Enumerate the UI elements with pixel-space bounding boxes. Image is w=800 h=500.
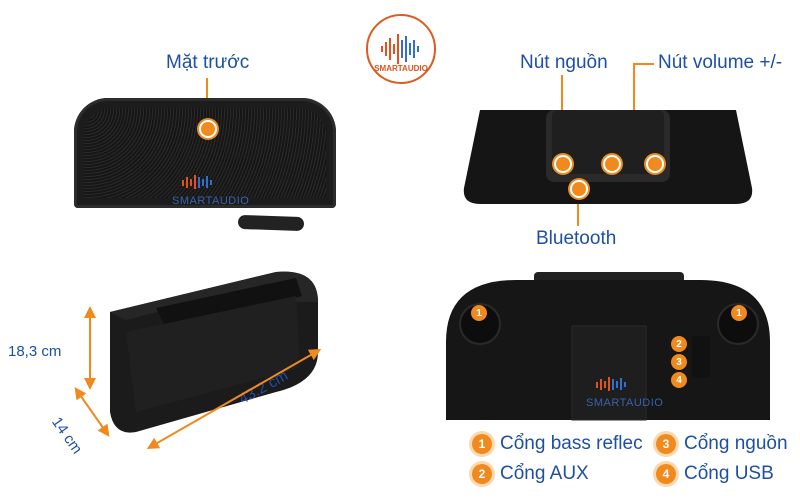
legend-item-bass: 1 Cổng bass reflec (472, 433, 643, 455)
soundwave-icon (596, 377, 626, 391)
power-marker (554, 155, 572, 173)
volume-plus-marker (646, 155, 664, 173)
power-button-label: Nút nguồn (520, 52, 608, 73)
volume-button-label: Nút volume +/- (658, 52, 783, 73)
legend-item-aux: 2 Cổng AUX (472, 463, 589, 485)
legend-num-3: 3 (656, 434, 676, 454)
volume-minus-marker (603, 155, 621, 173)
legend-label-1: Cổng bass reflec (500, 433, 643, 454)
port-marker-1-right: 1 (731, 305, 747, 321)
watermark-back: SMARTAUDIO (586, 376, 663, 409)
legend-item-power: 3 Cổng nguồn (656, 433, 788, 455)
port-marker-3: 3 (671, 354, 687, 370)
legend-item-usb: 4 Cổng USB (656, 463, 774, 485)
port-marker-1-left: 1 (471, 305, 487, 321)
bluetooth-label: Bluetooth (536, 228, 617, 249)
port-marker-4: 4 (671, 372, 687, 388)
speaker-front (74, 98, 336, 208)
watermark-front: SMARTAUDIO (172, 174, 249, 207)
legend-label-3: Cổng nguồn (684, 433, 788, 454)
legend-label-2: Cổng AUX (500, 463, 589, 484)
logo-text: SMARTAUDIO (374, 64, 428, 73)
port-marker-2: 2 (671, 336, 687, 352)
legend-num-2: 2 (472, 464, 492, 484)
front-label: Mặt trước (166, 52, 250, 73)
height-dimension: 18,3 cm (8, 343, 62, 360)
legend-num-1: 1 (472, 434, 492, 454)
front-marker (199, 120, 217, 138)
legend-label-4: Cổng USB (684, 463, 774, 484)
legend-num-4: 4 (656, 464, 676, 484)
soundwave-icon (381, 34, 419, 64)
soundwave-icon (182, 175, 212, 189)
brand-logo: SMARTAUDIO (366, 14, 436, 84)
speaker-back (446, 272, 770, 429)
bluetooth-marker (570, 180, 588, 198)
speaker-back-shape (446, 272, 770, 421)
